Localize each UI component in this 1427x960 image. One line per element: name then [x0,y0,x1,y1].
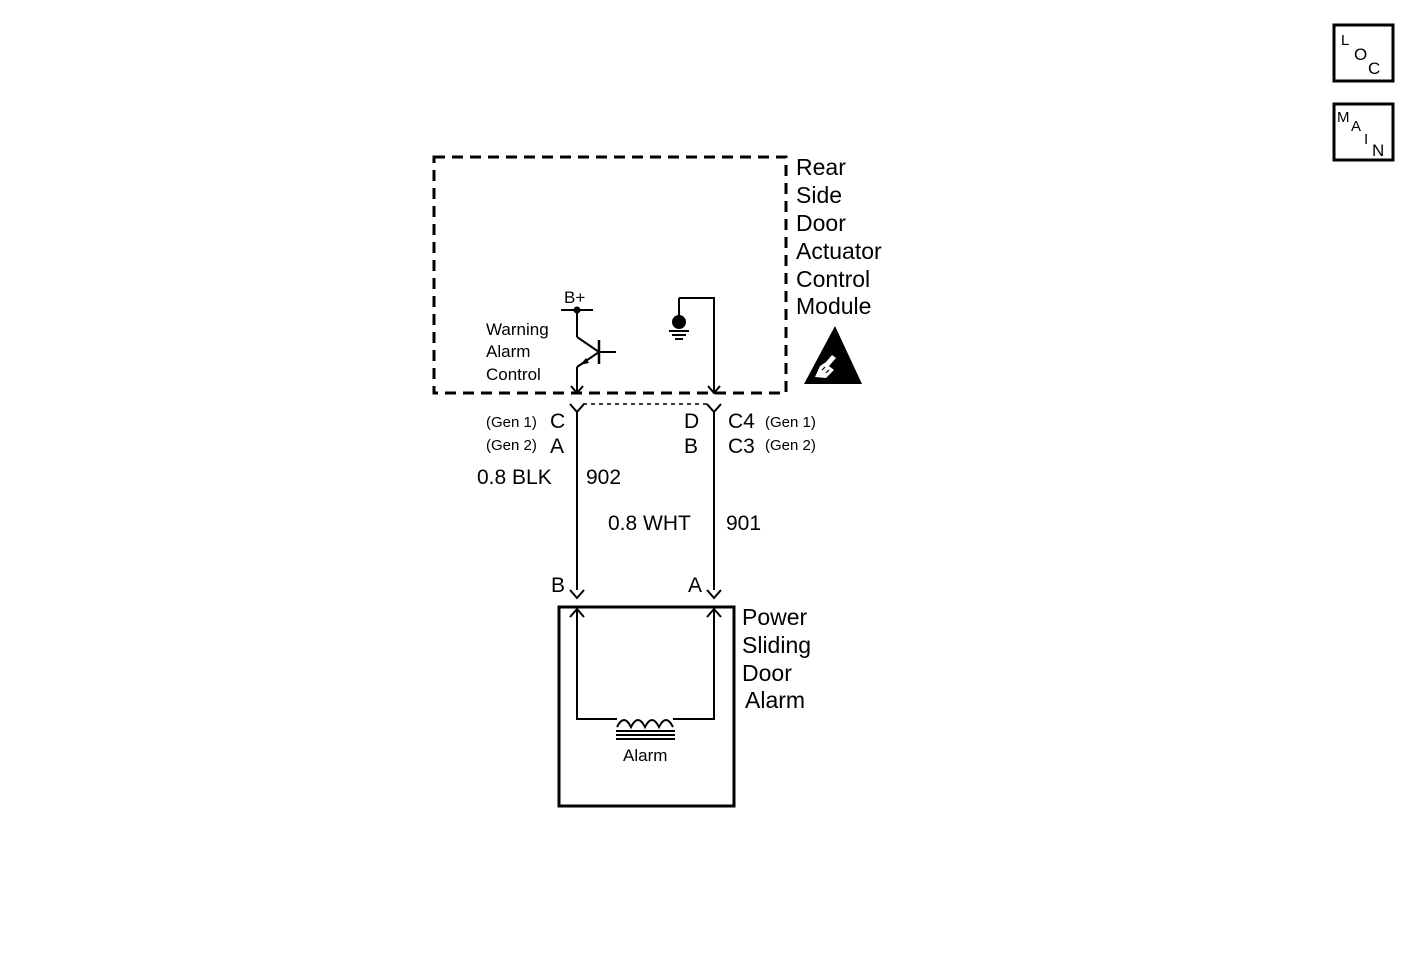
module-title-line: Door [796,210,846,236]
loc-letter-o: O [1354,45,1367,64]
alarm-pin-a: A [688,574,702,597]
transistor-icon [570,336,616,395]
wire-901-label: 0.8 WHT 901 [608,512,761,535]
control-label-line: Warning [486,320,549,339]
alarm-title: Power Sliding Door Alarm [742,604,811,713]
module-outline [432,155,788,395]
left-gen2-label: (Gen 2) [486,437,537,454]
left-gen1-pin: C [550,410,565,433]
main-letter-m: M [1337,109,1350,126]
alarm-title-line: Sliding [742,632,811,658]
alarm-internal-wiring [569,607,722,720]
main-letter-i: I [1364,131,1368,148]
main-letter-n: N [1372,141,1384,160]
wire-902-circuit: 902 [586,466,621,489]
module-title: Rear Side Door Actuator Control Module [796,154,882,319]
alarm-title-line: Door [742,660,792,686]
wire-901-spec: 0.8 WHT [608,512,691,535]
b-plus-label: B+ [564,288,585,307]
right-gen2-pin: B [684,435,698,458]
module-title-line: Actuator [796,238,882,264]
main-button[interactable]: M A I N [1332,102,1395,162]
alarm-box [557,605,736,808]
loc-letter-c: C [1368,59,1380,78]
ground-icon [669,297,721,395]
alarm-component-label: Alarm [623,746,667,765]
alarm-title-line: Alarm [745,687,805,713]
left-gen2-pin: A [550,435,564,458]
esd-warning-icon [804,326,862,384]
wire-901-circuit: 901 [726,512,761,535]
main-letter-a: A [1351,118,1361,135]
right-gen2-label: (Gen 2) [765,437,816,454]
alarm-pin-b: B [551,574,565,597]
module-title-line: Module [796,293,871,319]
loc-letter-l: L [1341,32,1349,49]
right-gen1-label: (Gen 1) [765,414,816,431]
wire-902-label: 0.8 BLK 902 [477,466,621,489]
module-title-line: Rear [796,154,846,180]
right-connector-labels: D C4 (Gen 1) B C3 (Gen 2) [684,410,816,458]
control-label-line: Alarm [486,342,530,361]
control-label-line: Control [486,365,541,384]
alarm-title-line: Power [742,604,808,630]
right-gen1-connector: C4 [728,410,755,433]
right-gen1-pin: D [684,410,699,433]
warning-alarm-control-label: Warning Alarm Control [486,320,549,384]
left-connector-labels: (Gen 1) C (Gen 2) A [486,410,565,458]
alarm-connector: B A [551,574,722,600]
right-gen2-connector: C3 [728,435,755,458]
left-gen1-label: (Gen 1) [486,414,537,431]
wire-902-spec: 0.8 BLK [477,466,552,489]
loc-button[interactable]: L O C [1332,23,1395,83]
module-title-line: Side [796,182,842,208]
alarm-coil-icon [616,719,675,740]
module-title-line: Control [796,266,870,292]
b-plus-supply: B+ [561,288,593,337]
